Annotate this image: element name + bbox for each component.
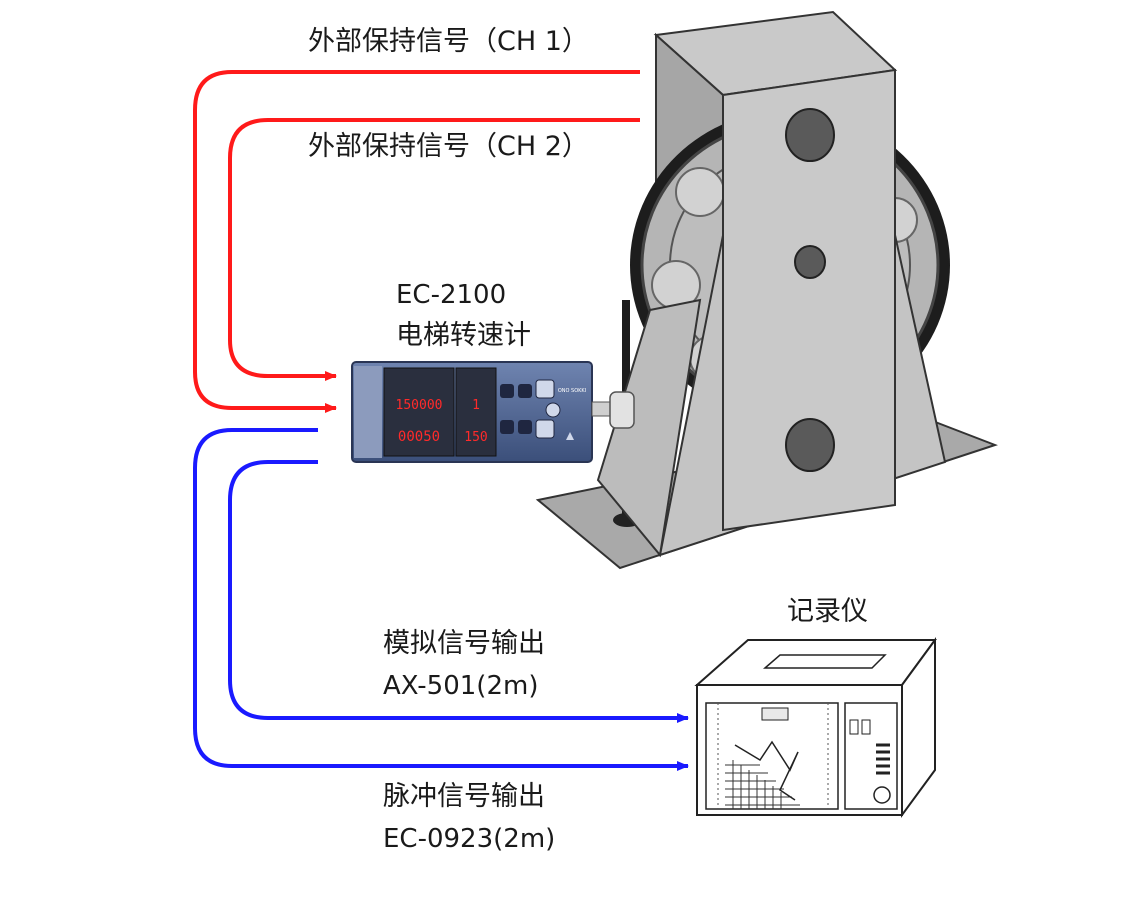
hold-signal-ch2-wire [228, 118, 640, 381]
led-readout-upper: 150000 [396, 398, 443, 413]
ec2100-tachometer: 150000 00050 1 150 ONO SOKKI [351, 361, 635, 463]
device-display-panel-2 [455, 367, 497, 457]
analog-output-label: 模拟信号输出 [383, 628, 545, 659]
device-key [535, 379, 555, 399]
chart-recorder [694, 636, 937, 819]
encoder-wheel [609, 391, 635, 429]
led-readout-small-lower: 150 [464, 430, 487, 445]
encoder-shaft [591, 401, 611, 417]
recorder-top-slot [762, 654, 887, 669]
analog-output-wire [228, 460, 689, 723]
recorder-knob [873, 786, 891, 804]
machine-support-left [596, 298, 702, 558]
device-key [518, 420, 532, 434]
pillar-bolt-middle [794, 245, 826, 279]
device-key [518, 384, 532, 398]
recorder-chart-window [705, 702, 839, 810]
led-readout-small-upper: 1 [472, 398, 480, 413]
device-key [500, 384, 514, 398]
recorder-button-column [876, 743, 890, 775]
recorder-label: 记录仪 [787, 596, 868, 627]
pillar-bolt-bottom [785, 418, 835, 472]
hold-signal-ch1-wire [193, 70, 640, 413]
hold-signal-ch1-label: 外部保持信号（CH 1） [308, 26, 589, 57]
recorder-trace [734, 740, 799, 801]
pulse-output-wire [193, 428, 689, 771]
pillar-bolt-top [785, 108, 835, 162]
recorder-grid [725, 760, 800, 809]
recorder-indicator [849, 719, 859, 735]
recorder-pen-head [761, 707, 789, 721]
recorder-indicator [861, 719, 871, 735]
elevator-machine [535, 10, 998, 570]
led-readout-lower: 00050 [398, 429, 440, 445]
pulse-cable-label: EC-0923(2m) [383, 824, 556, 854]
device-key [500, 420, 514, 434]
device-brand: ONO SOKKI [558, 388, 586, 394]
tachometer-model-label: EC-2100 [396, 280, 507, 310]
device-key [535, 419, 555, 439]
device-display-panel [383, 367, 455, 457]
device-center-button [545, 402, 561, 418]
hold-signal-ch2-label: 外部保持信号（CH 2） [308, 131, 589, 162]
warning-triangle-icon [566, 432, 574, 440]
analog-cable-label: AX-501(2m) [383, 671, 539, 701]
signal-wires [193, 70, 689, 771]
pulse-output-label: 脉冲信号输出 [383, 781, 545, 812]
tachometer-name-label: 电梯转速计 [396, 320, 531, 351]
device-side-panel [354, 366, 382, 458]
sheave-hole [675, 167, 725, 217]
machine-front-pillar [722, 68, 896, 532]
